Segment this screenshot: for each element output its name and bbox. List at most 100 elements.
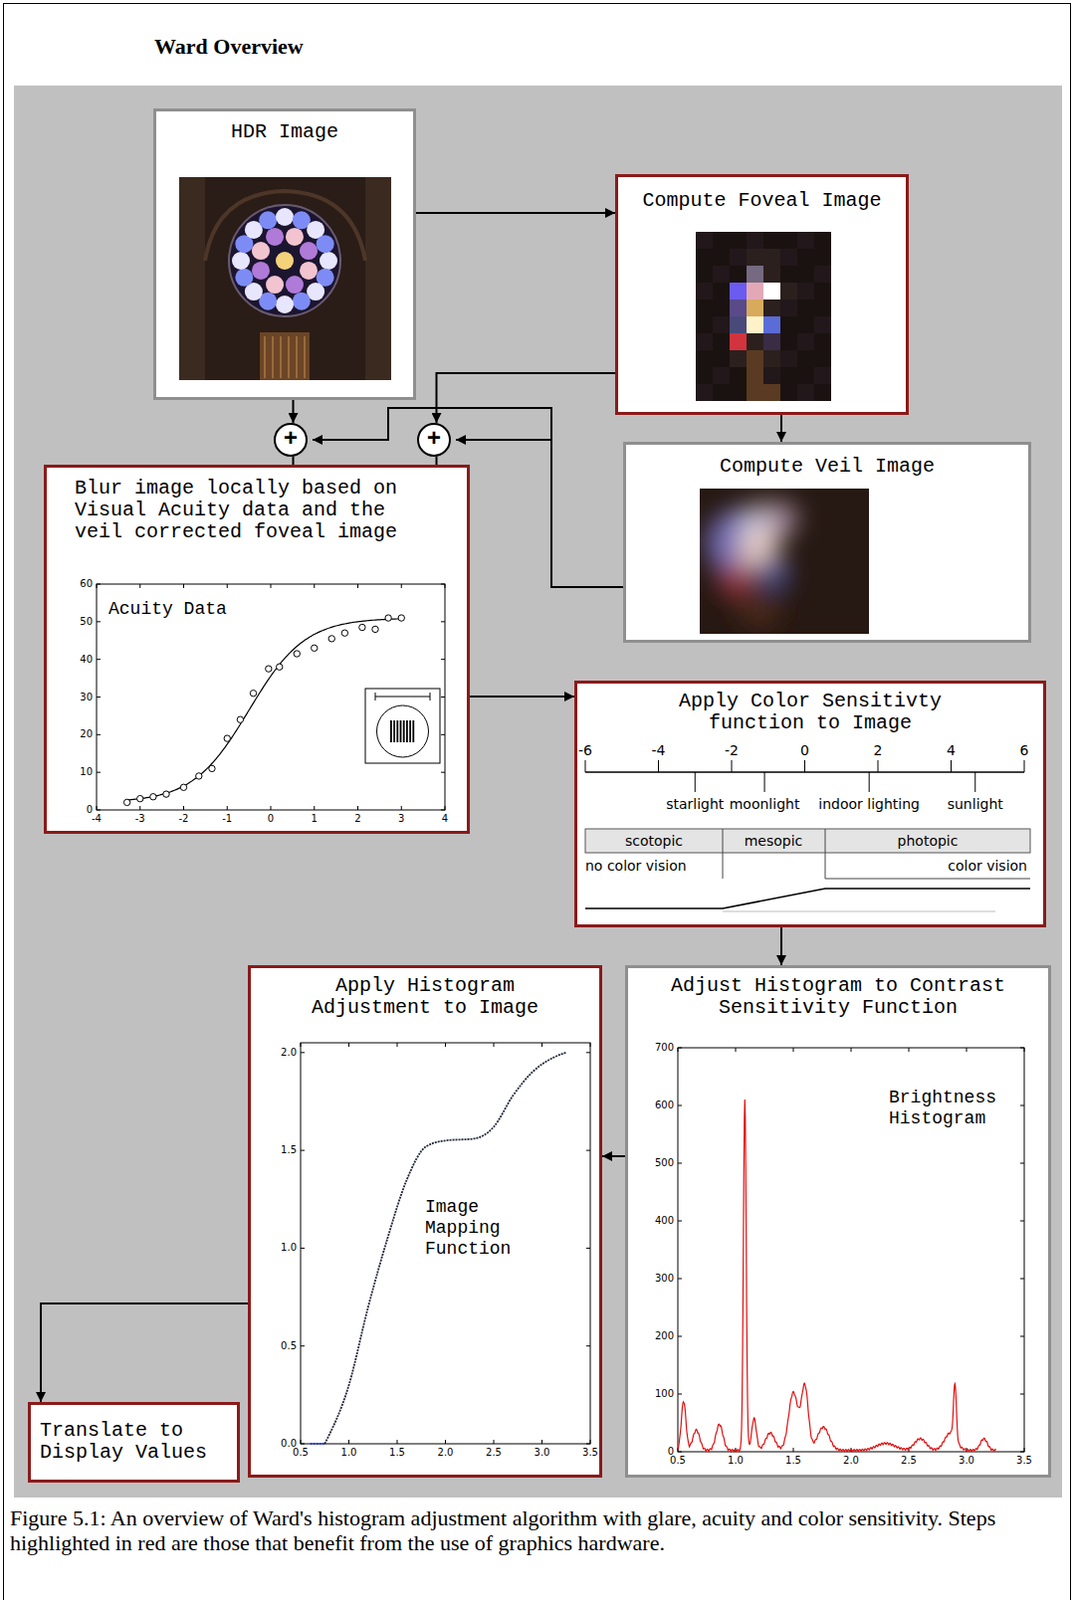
box-label: + [273,426,308,453]
axis-tick [950,760,952,773]
axis-tick [677,1048,679,1053]
foveal-pixel [712,248,730,266]
axis-tick [96,621,101,623]
data-point [311,645,318,651]
foveal-pixel [746,299,764,317]
inset-dimension [430,692,431,701]
axis-tick [1020,1336,1025,1338]
axis-tick [357,584,359,589]
axis-tick [300,1248,305,1250]
axis-label: -4 [76,813,117,826]
axis-label: 500 [642,1157,674,1170]
foveal-pixel [746,384,764,402]
axis-label: moonlight [704,796,825,813]
data-point [180,784,187,791]
axis-tick [590,1043,592,1048]
sensitivity-line [585,888,1031,909]
foveal-pixel [763,265,781,283]
axis-tick [541,1440,543,1445]
organ [259,332,310,381]
sensitivity-line [722,911,996,913]
axis-tick [1020,1048,1025,1050]
foveal-pixel [695,231,713,249]
axis-label: 1.0 [715,1455,756,1468]
process-box: Adjust Histogram to Contrast Sensitivity… [625,965,1052,1479]
connector [436,373,617,424]
inset-circle [377,705,430,758]
histogram-line [677,1099,997,1453]
foveal-pixel [729,333,747,351]
box-label: Apply Histogram Adjustment to Image [305,975,545,1020]
window-petal [299,241,318,260]
window-petal [265,227,284,246]
foveal-pixel [695,367,713,385]
data-point [328,636,335,643]
connector [40,1303,248,1403]
axis-label: 50 [60,616,93,629]
grating-bar [409,720,412,743]
axis-tick [1020,1279,1025,1281]
axis-tick [440,772,445,774]
foveal-pixel [746,231,764,249]
axis-tick [300,1043,302,1048]
axis-label: -2 [164,813,205,826]
axis-label: 100 [642,1388,674,1401]
window-petal [319,251,338,270]
light-marker [868,772,870,793]
organ-pipe [295,336,298,379]
process-box: Apply Color Sensitivty function to Image… [574,680,1047,928]
foveal-pixel [814,316,832,334]
foveal-pixel [814,299,832,317]
axis-tick [677,1279,682,1281]
axis-label: 3.0 [946,1455,987,1468]
axis-label: 1.5 [377,1447,418,1460]
foveal-pixel [797,282,815,300]
foveal-pixel [729,384,747,402]
connector [292,400,295,424]
plot-frame [300,1043,591,1445]
connector [780,415,783,442]
data-point [359,624,366,631]
pillar [365,177,392,381]
axis-tick [444,806,446,811]
foveal-pixel [763,231,781,249]
axis-label: 200 [642,1330,674,1343]
foveal-pixel [763,282,781,300]
glare-blob [763,500,800,537]
chart-title: Image Mapping Function [425,1197,530,1261]
window-petal [251,261,270,280]
axis-label: sunlight [915,796,1036,813]
window-petal [299,261,318,280]
axis-tick [541,1043,543,1048]
foveal-pixel [746,350,764,368]
box-label: + [417,426,451,453]
foveal-pixel [746,316,764,334]
foveal-pixel [729,316,747,334]
axis-tick [793,1448,795,1453]
axis-label: indoor lighting [809,796,929,813]
light-marker [694,772,696,793]
light-marker [764,772,766,793]
foveal-pixel [814,333,832,351]
foveal-pixel [729,265,747,283]
axis-tick [96,696,101,698]
foveal-pixel [814,248,832,266]
axis-tick [493,1043,495,1048]
connector [780,927,783,966]
axis-tick [300,1052,305,1054]
data-point [150,794,157,801]
axis-tick [96,810,101,812]
foveal-pixel [780,248,798,266]
axis-tick [440,734,445,736]
foveal-pixel [712,367,730,385]
axis-tick [1024,760,1026,773]
foveal-pixel [695,333,713,351]
axis-label: 10 [60,766,93,779]
data-point [196,773,203,780]
axis-tick [1020,1163,1025,1165]
connector [602,1155,626,1158]
foveal-pixel [797,316,815,334]
foveal-pixel [780,265,798,283]
foveal-pixel [712,265,730,283]
rose-window [228,205,341,317]
